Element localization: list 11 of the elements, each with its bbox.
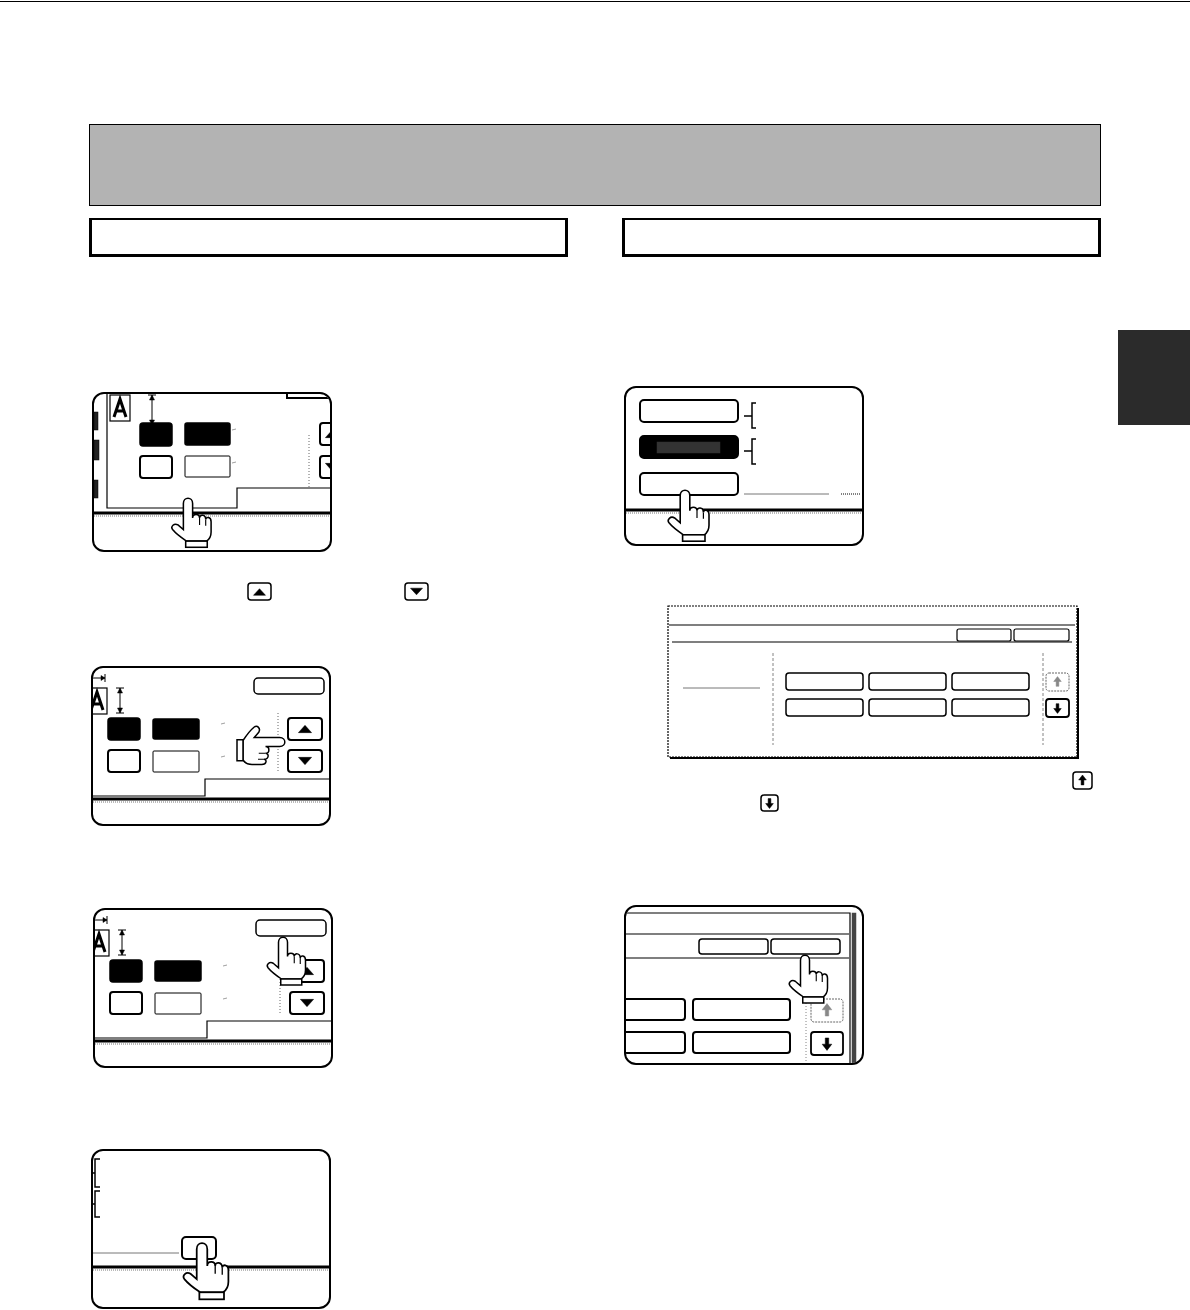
touch-screen-drawing (93, 908, 333, 1068)
touch-screen-drawing (92, 392, 332, 552)
touch-screen-drawing (91, 1149, 331, 1309)
section-heading-box (89, 218, 568, 257)
touch-screen-drawing (624, 386, 864, 546)
dialog-screen-drawing (667, 605, 1080, 760)
touch-screen-drawing (91, 666, 331, 826)
index-tab (1118, 330, 1190, 425)
section-heading-box (622, 218, 1101, 257)
touch-screen-drawing (624, 905, 864, 1065)
heading-band (89, 124, 1101, 206)
